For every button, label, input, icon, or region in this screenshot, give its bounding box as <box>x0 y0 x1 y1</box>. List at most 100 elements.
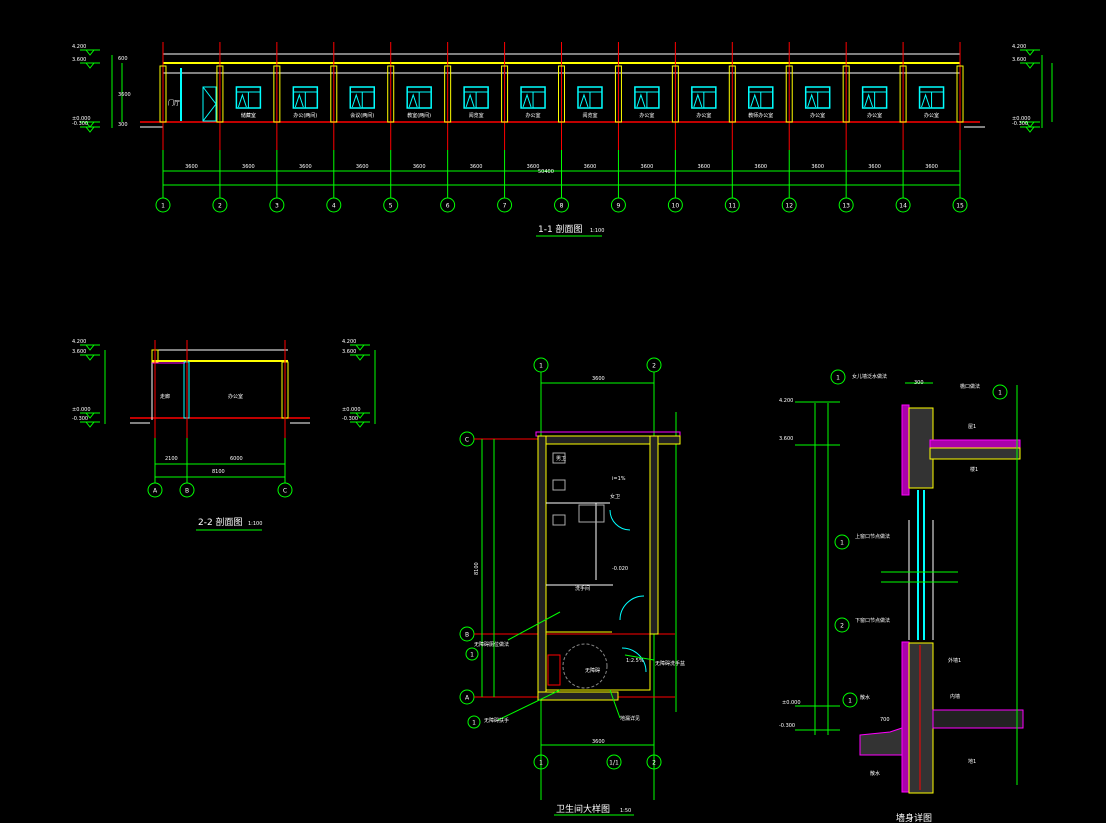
dim-label: 6000 <box>230 456 243 462</box>
elevation-triangle-icon <box>354 344 366 351</box>
elevation-triangle-icon <box>354 412 366 419</box>
total-dim-label: 8100 <box>212 469 225 475</box>
column <box>330 65 338 123</box>
exterior-wall <box>649 435 659 635</box>
column <box>899 65 907 123</box>
bay-dim-label: 3600 <box>527 164 540 170</box>
callout-text: 地漏详见 <box>620 715 640 722</box>
column <box>444 65 452 123</box>
axis-bubble <box>533 754 549 770</box>
column <box>387 65 395 123</box>
window <box>804 86 831 109</box>
axis-bubble <box>465 647 479 661</box>
axis-label: 10 <box>672 203 680 210</box>
bay-dim-label: 3600 <box>299 164 312 170</box>
elevation-label: 4.200 <box>72 44 86 50</box>
bay-dim-label: 3600 <box>356 164 369 170</box>
callout-text: 女儿墙泛水做法 <box>852 373 887 380</box>
bay-dim-label: 3600 <box>925 164 938 170</box>
room-label: 无障碍 <box>585 667 600 674</box>
callout-text: 檐口做法 <box>960 383 980 390</box>
elevation-triangle-icon <box>84 121 96 128</box>
parapet-wall <box>908 407 934 489</box>
axis-bubble <box>895 197 911 213</box>
dim-label: 700 <box>880 717 890 723</box>
section-1-1-total-dim: 50400 <box>538 169 554 175</box>
elevation-label: ±0.000 <box>72 407 91 413</box>
callout-leader <box>507 611 561 641</box>
layer-label: 楼1 <box>970 466 978 473</box>
bay-dim-label: 3600 <box>185 164 198 170</box>
axis-bubble <box>440 197 456 213</box>
section-2-2-title: 2-2 剖面图 <box>198 516 243 528</box>
axis-bubble <box>781 197 797 213</box>
interior-outline <box>545 443 651 691</box>
axis-label: 1 <box>472 720 476 727</box>
axis-bubble <box>952 197 968 213</box>
elevation-label: ±0.000 <box>1012 116 1031 122</box>
elevation-label: 3.600 <box>779 436 793 442</box>
window <box>520 86 546 109</box>
axis-bubble <box>467 715 481 729</box>
column <box>728 65 736 123</box>
window-open-mark <box>522 93 532 108</box>
window-open-mark <box>693 93 703 108</box>
layer-label: 地1 <box>968 758 976 765</box>
window <box>634 86 660 109</box>
window <box>292 86 319 109</box>
callout-text: 上窗口节点做法 <box>855 533 890 540</box>
insulation-layer <box>901 641 910 793</box>
axis-label: 14 <box>899 203 907 210</box>
elevation-label: -0.300 <box>1012 121 1028 127</box>
elevation-label: -0.020 <box>612 566 628 572</box>
axis-bubble <box>610 197 626 213</box>
door-swing <box>619 595 645 621</box>
exterior-wall <box>537 435 681 445</box>
column <box>159 65 167 123</box>
axis-bubble <box>992 384 1008 400</box>
bay-dim-label: 3600 <box>697 164 710 170</box>
door-swing <box>609 509 631 531</box>
dim-label: 2100 <box>165 456 178 462</box>
bottom-dim: 3600 <box>592 739 605 745</box>
bay-dim-label: 3600 <box>641 164 654 170</box>
column <box>558 65 566 123</box>
axis-label: 1 <box>539 760 543 767</box>
room-label: 办公室 <box>228 393 243 400</box>
room-label: 储藏室 <box>241 112 256 119</box>
elevation-triangle-icon <box>84 62 96 69</box>
window-open-mark <box>921 93 931 108</box>
room-label: 办公室 <box>810 112 825 119</box>
side-dim: 8100 <box>474 562 480 575</box>
window-open-mark <box>351 93 361 108</box>
layer-label: 屋1 <box>968 424 976 430</box>
elevation-label: 4.200 <box>342 339 356 345</box>
axis-bubble <box>554 197 570 213</box>
wall-detail-title: 墙身详图 <box>896 812 932 823</box>
height-dim-label: 3600 <box>118 92 131 98</box>
exterior-wall <box>537 435 547 701</box>
room-label: 走廊 <box>160 393 170 400</box>
axis-label: 1 <box>539 363 543 370</box>
axis-bubble <box>834 617 850 633</box>
axis-label: 2 <box>840 623 844 630</box>
axis-bubble <box>724 197 740 213</box>
section-2-2-scale: 1:100 <box>248 521 262 527</box>
elevation-triangle-icon <box>84 344 96 351</box>
axis-label: 1 <box>998 390 1002 397</box>
sink-icon <box>578 504 605 523</box>
axis-bubble <box>179 482 195 498</box>
axis-label: A <box>153 488 158 495</box>
axis-bubble <box>646 754 662 770</box>
elevation-label: ±0.000 <box>342 407 361 413</box>
axis-label: 4 <box>332 203 336 210</box>
axis-bubble <box>147 482 163 498</box>
axis-bubble <box>667 197 683 213</box>
window-open-mark <box>807 93 817 108</box>
elevation-triangle-icon <box>84 49 96 56</box>
elevation-label: 3.600 <box>342 349 356 355</box>
elevation-label: ±0.000 <box>782 700 801 706</box>
column <box>785 65 793 123</box>
elevation-label: -0.300 <box>72 121 88 127</box>
